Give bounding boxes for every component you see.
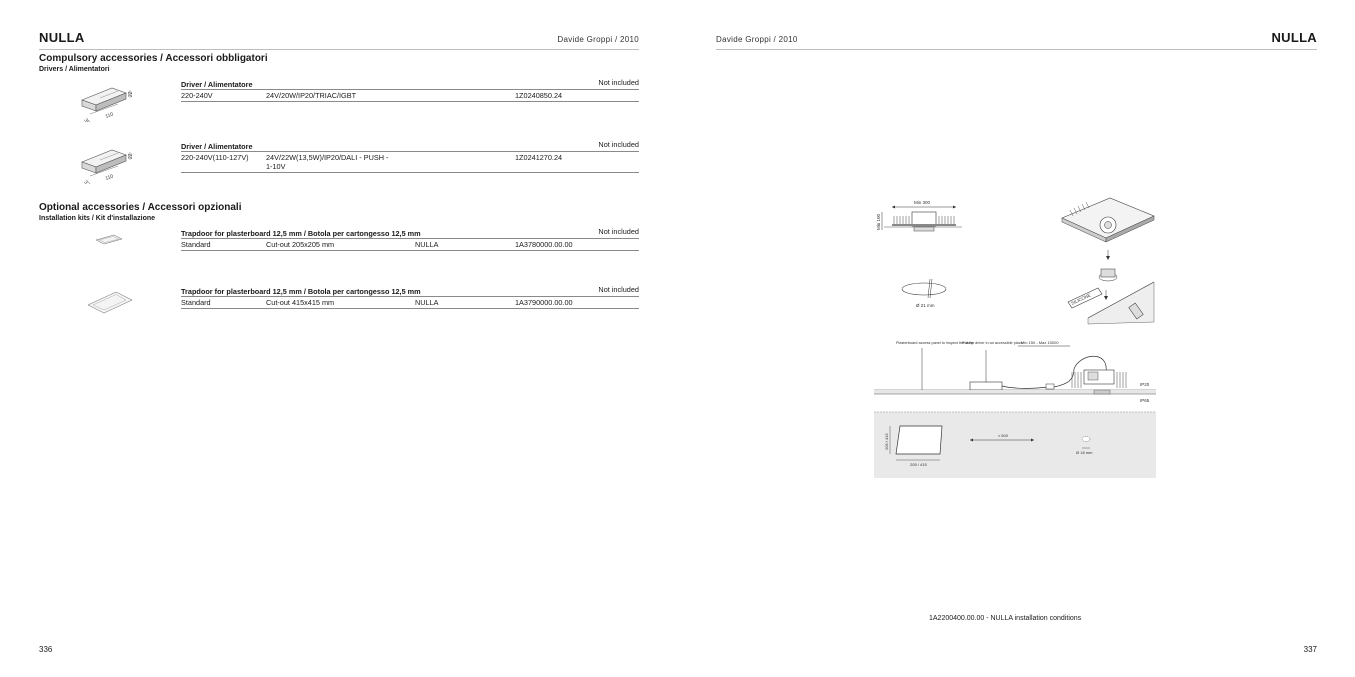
driver-2-thumbnail: 22 110 32: [81, 149, 134, 184]
label-plasterboard: Plasterboard access panel to inspect the…: [896, 341, 974, 345]
trapdoor-1-cutout: Cut-out 205x205 mm: [266, 240, 335, 249]
ceiling-hole-view: Ø 21 mm: [901, 278, 947, 308]
trapdoor-2-product: NULLA: [415, 298, 439, 307]
designer-credit: Davide Groppi / 2010: [557, 35, 639, 44]
left-page: NULLA Davide Groppi / 2010 Compulsory ac…: [39, 30, 639, 654]
installation-cross-section: Plasterboard access panel to inspect the…: [874, 340, 1156, 403]
trapdoor-1-header: Trapdoor for plasterboard 12,5 mm / Boto…: [181, 229, 421, 238]
section-subtitle-drivers: Drivers / Alimentatori: [39, 66, 110, 73]
label-panel-size-h: 205 / 415: [910, 462, 927, 467]
trapdoor-2-variant: Standard: [181, 298, 211, 307]
driver-1-availability: Not included: [598, 78, 639, 87]
page-number-right: 337: [1303, 645, 1317, 654]
trapdoor-table-2: Trapdoor for plasterboard 12,5 mm / Boto…: [181, 285, 639, 309]
label-distance: ≈ 500: [998, 433, 1009, 438]
driver-2-dim-d: 32: [82, 179, 90, 184]
trapdoor-table-1: Trapdoor for plasterboard 12,5 mm / Boto…: [181, 227, 639, 251]
page-number-left: 336: [39, 645, 53, 654]
brand-title: NULLA: [39, 30, 85, 45]
header-rule-right: [716, 49, 1317, 50]
label-ip20: IP20: [1140, 382, 1150, 387]
isometric-fixture-view: [1061, 197, 1155, 260]
driver-2-dim-h: 22: [128, 153, 134, 159]
driver-table-1: Driver / Alimentatore Not included 220-2…: [181, 78, 639, 102]
heatsink-section-view: Min 300 Min 100: [876, 200, 962, 232]
ceiling-plan-view: 205 / 415 205 / 415 ≈ 500 Ø 18 mm: [874, 411, 1156, 478]
driver-2-header: Driver / Alimentatore: [181, 142, 253, 151]
label-ip65: IP65: [1140, 398, 1150, 403]
driver-1-code: 1Z0240850.24: [515, 91, 563, 100]
trapdoor-2-code: 1A3790000.00.00: [515, 298, 573, 307]
trapdoor-2-header: Trapdoor for plasterboard 12,5 mm / Boto…: [181, 287, 421, 296]
label-driver-place: Put the driver in an accessible place: [962, 341, 1023, 345]
right-page: Davide Groppi / 2010 NULLA Min 300 Min 1…: [678, 0, 1355, 677]
trapdoor-1-product: NULLA: [415, 240, 439, 249]
label-min100: Min 100: [876, 213, 881, 230]
driver-1-thumbnail: 22 110 35: [81, 87, 134, 122]
driver-1-header: Driver / Alimentatore: [181, 80, 253, 89]
driver-2-code: 1Z0241270.24: [515, 153, 563, 162]
section-title-compulsory: Compulsory accessories / Accessori obbli…: [39, 53, 268, 64]
label-d21: Ø 21 mm: [916, 303, 935, 308]
driver-1-dim-w: 110: [105, 111, 115, 119]
installation-drawing: Min 300 Min 100: [874, 197, 1156, 478]
driver-2-spec-line1: 24V/22W(13,5W)/IP20/DALI - PUSH -: [266, 153, 389, 162]
trapdoor-2-thumbnail: [87, 291, 133, 314]
brand-title-right: NULLA: [1271, 30, 1317, 45]
header-rule: [39, 49, 639, 50]
driver-1-spec: 24V/20W/IP20/TRIAC/IGBT: [266, 91, 357, 100]
driver-2-spec-line2: 1-10V: [266, 162, 286, 171]
driver-2-dim-w: 110: [105, 173, 115, 181]
label-cable-range: Min 150 - Max 15000: [1021, 340, 1059, 345]
trapdoor-1-availability: Not included: [598, 227, 639, 236]
trapdoor-2-availability: Not included: [598, 285, 639, 294]
label-d18: Ø 18 mm: [1076, 450, 1093, 455]
driver-table-2: Driver / Alimentatore Not included 220-2…: [181, 140, 639, 173]
trapdoor-1-thumbnail: [95, 234, 123, 245]
driver-1-dim-d: 35: [82, 117, 90, 122]
label-min300: Min 300: [914, 200, 931, 205]
drawing-caption: 1A2200400.00.00 - NULLA installation con…: [929, 615, 1082, 622]
silicone-application-view: SILICONE: [1067, 268, 1155, 325]
designer-credit-right: Davide Groppi / 2010: [716, 35, 798, 44]
label-panel-size-v: 205 / 415: [884, 433, 889, 450]
driver-1-dim-h: 22: [128, 91, 134, 97]
driver-1-voltage: 220-240V: [181, 91, 213, 100]
driver-2-voltage: 220-240V(110-127V): [181, 153, 249, 162]
driver-2-availability: Not included: [598, 140, 639, 149]
trapdoor-1-code: 1A3780000.00.00: [515, 240, 573, 249]
section-subtitle-kits: Installation kits / Kit d'installazione: [39, 215, 156, 222]
trapdoor-1-variant: Standard: [181, 240, 211, 249]
trapdoor-2-cutout: Cut-out 415x415 mm: [266, 298, 335, 307]
section-title-optional: Optional accessories / Accessori opziona…: [39, 202, 242, 213]
